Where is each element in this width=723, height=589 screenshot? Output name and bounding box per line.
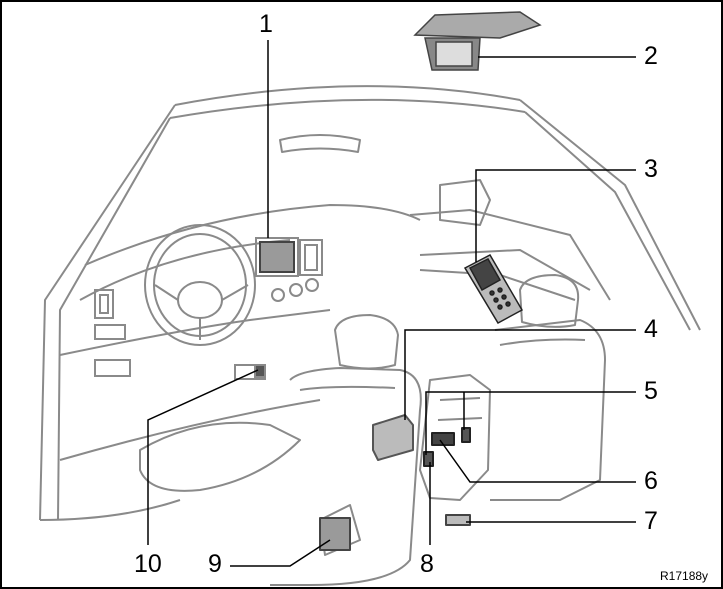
leader-3: [476, 170, 636, 262]
callout-1: 1: [259, 12, 273, 37]
callout-2: 2: [644, 44, 658, 69]
callout-5: 5: [644, 379, 658, 404]
steering-wheel: [145, 225, 255, 345]
seatback-pocket: [320, 518, 350, 550]
center-console: [235, 238, 322, 379]
remote-control: [465, 255, 522, 323]
leader-10: [148, 370, 258, 545]
callout-3: 3: [644, 157, 658, 182]
leader-6: [440, 440, 636, 482]
rear-seat: [373, 275, 605, 525]
callout-8: 8: [420, 552, 434, 577]
overhead-display: [415, 12, 540, 70]
callout-9: 9: [208, 552, 222, 577]
callout-4: 4: [644, 317, 658, 342]
vents-left: [95, 290, 130, 376]
callout-7: 7: [644, 509, 658, 534]
leader-4: [405, 330, 636, 420]
leader-9: [230, 540, 330, 566]
leader-5a: [426, 392, 636, 455]
figure-code: R17188y: [660, 570, 708, 582]
callout-6: 6: [644, 469, 658, 494]
callout-10: 10: [134, 552, 162, 577]
